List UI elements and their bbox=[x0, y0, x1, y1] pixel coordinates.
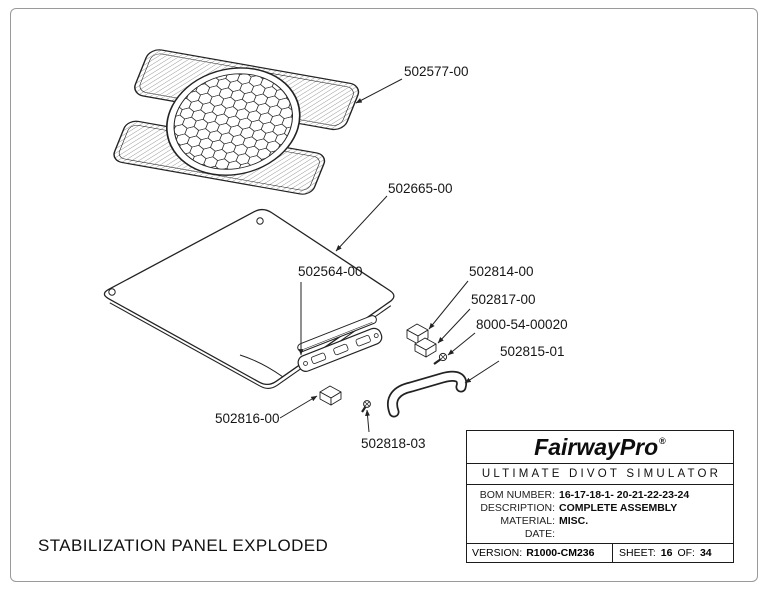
leader-502817 bbox=[437, 308, 471, 344]
panel-hole-left bbox=[108, 288, 116, 296]
leader-8000-54 bbox=[447, 332, 476, 356]
of-label: OF: bbox=[677, 546, 695, 559]
title-block-fields: BOM NUMBER: 16-17-18-1- 20-21-22-23-24 D… bbox=[467, 485, 733, 543]
panel-flap-line bbox=[239, 354, 284, 378]
leader-502665 bbox=[335, 195, 388, 252]
part-label-502816: 502816-00 bbox=[215, 411, 280, 426]
turf-mat-assembly bbox=[113, 49, 360, 195]
leader-502815 bbox=[464, 360, 500, 384]
field-row-material: MATERIAL: MISC. bbox=[467, 515, 727, 528]
clip-part-502817 bbox=[414, 337, 437, 358]
drawing-title: STABILIZATION PANEL EXPLODED bbox=[38, 536, 329, 555]
material-value: MISC. bbox=[559, 514, 589, 527]
title-block-bottom-row: VERSION: R1000-CM236 SHEET: 16 OF: 34 bbox=[467, 542, 733, 562]
part-label-502814: 502814-00 bbox=[469, 264, 534, 279]
part-label-502817: 502817-00 bbox=[471, 292, 536, 307]
panel-thickness-edge bbox=[109, 302, 392, 389]
panel-hole-top bbox=[256, 217, 264, 225]
leader-502577 bbox=[355, 78, 403, 104]
part-label-502818: 502818-03 bbox=[361, 436, 426, 451]
bom-number-label: BOM NUMBER: bbox=[479, 488, 555, 501]
material-label: MATERIAL: bbox=[500, 514, 555, 527]
sheet-label: SHEET: bbox=[619, 546, 656, 559]
description-label: DESCRIPTION: bbox=[480, 501, 555, 514]
stabilization-panel bbox=[103, 208, 395, 389]
bracket-part-502816 bbox=[319, 385, 342, 406]
leader-502816 bbox=[279, 395, 318, 419]
field-row-bom: BOM NUMBER: 16-17-18-1- 20-21-22-23-24 bbox=[467, 489, 727, 502]
part-label-502815: 502815-01 bbox=[500, 344, 565, 359]
part-label-502564: 502564-00 bbox=[298, 264, 363, 279]
leader-502814 bbox=[428, 280, 469, 330]
version-value: R1000-CM236 bbox=[526, 546, 595, 559]
handle-part-502815 bbox=[387, 370, 468, 418]
leader-lines bbox=[279, 78, 500, 433]
bom-number-value: 16-17-18-1- 20-21-22-23-24 bbox=[559, 488, 690, 501]
sheet-value: 16 bbox=[660, 546, 673, 559]
part-label-502665: 502665-00 bbox=[388, 181, 453, 196]
panel-slot bbox=[297, 315, 377, 353]
mount-strip bbox=[297, 327, 383, 372]
brand-pro: Pro bbox=[619, 433, 659, 460]
date-label: DATE: bbox=[524, 527, 555, 540]
of-value: 34 bbox=[699, 546, 712, 559]
brand-subtitle: ULTIMATE DIVOT SIMULATOR bbox=[467, 464, 733, 485]
part-label-502577: 502577-00 bbox=[404, 64, 469, 79]
part-label-8000-54: 8000-54-00020 bbox=[476, 317, 568, 332]
version-cell: VERSION: R1000-CM236 bbox=[467, 543, 613, 562]
field-row-description: DESCRIPTION: COMPLETE ASSEMBLY bbox=[467, 502, 727, 515]
leader-502818 bbox=[365, 409, 370, 433]
screw-8000-54-00020 bbox=[433, 352, 448, 365]
field-row-date: DATE: bbox=[467, 528, 727, 541]
sheet-cell: SHEET: 16 OF: 34 bbox=[613, 544, 733, 562]
screw-502818 bbox=[361, 400, 371, 413]
brand-fairway: Fairway bbox=[534, 433, 620, 460]
registered-mark: ® bbox=[659, 436, 666, 446]
version-label: VERSION: bbox=[472, 546, 523, 559]
description-value: COMPLETE ASSEMBLY bbox=[559, 501, 678, 514]
